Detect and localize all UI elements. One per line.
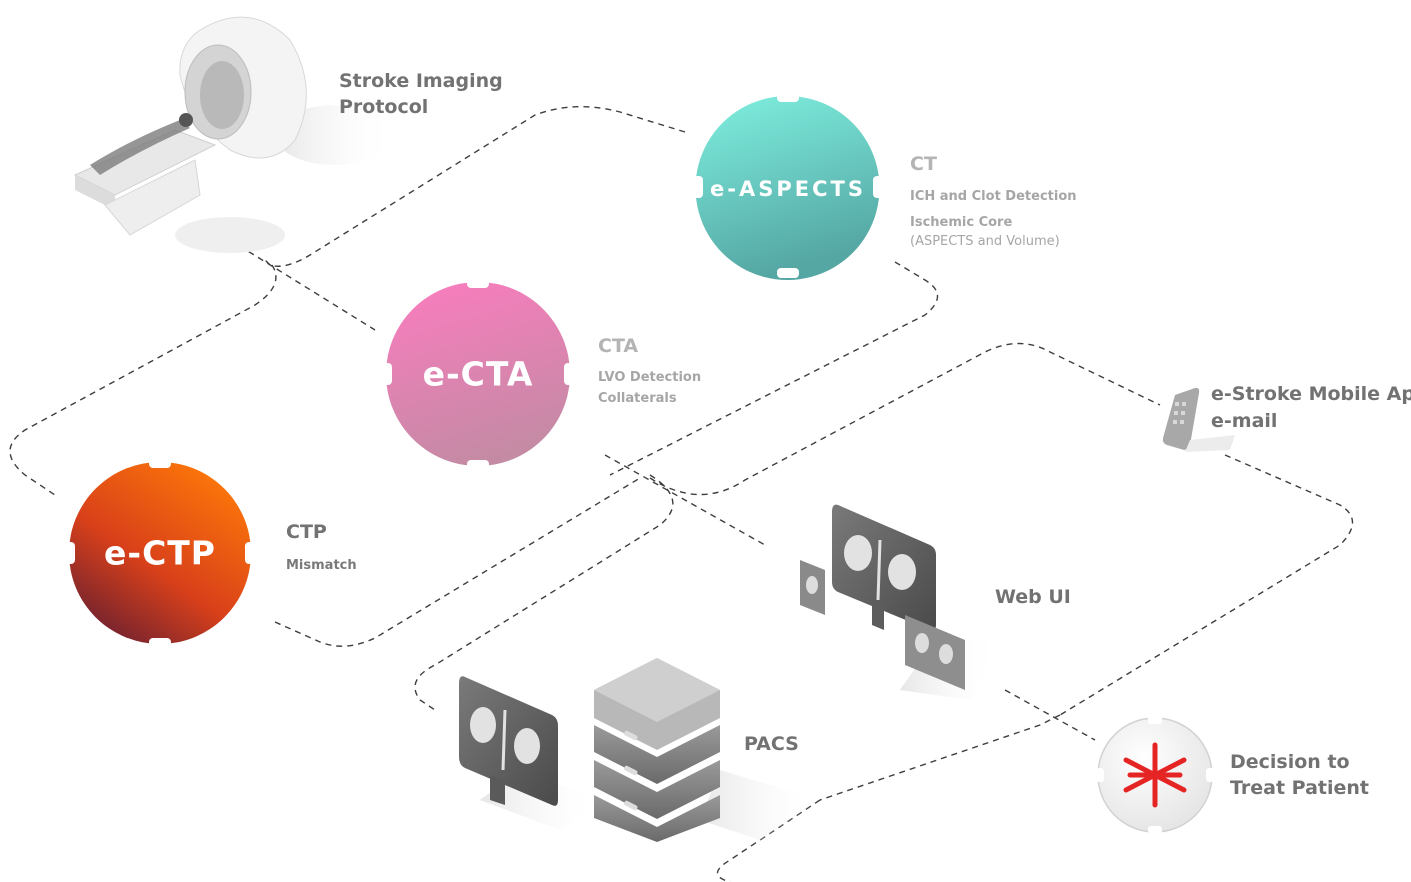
aspects-line3: (ASPECTS and Volume) <box>910 234 1060 249</box>
scanner-title-line1: Stroke Imaging <box>339 70 503 92</box>
web-ui-monitors-icon <box>800 504 1000 700</box>
ct-scanner-icon <box>73 16 395 253</box>
e-ctp-label-box: e-CTP <box>69 462 251 644</box>
e-cta-module[interactable] <box>382 278 574 470</box>
e-cta-label-box: e-CTA <box>386 282 570 466</box>
cta-heading: CTA <box>598 335 639 357</box>
e-ctp-module[interactable] <box>65 458 255 648</box>
scanner-title-line2: Protocol <box>339 96 429 118</box>
ctp-heading: CTP <box>286 521 327 543</box>
cta-line2: Collaterals <box>598 391 677 406</box>
dashed-paths <box>9 106 1354 882</box>
decision-line2: Treat Patient <box>1230 777 1369 799</box>
pacs-server-icon <box>459 658 820 842</box>
e-aspects-module[interactable] <box>693 92 883 280</box>
e-aspects-label: e-ASPECTS <box>710 177 866 201</box>
aspects-line1: ICH and Clot Detection <box>910 189 1077 204</box>
aspects-heading: CT <box>910 153 937 175</box>
decision-module[interactable] <box>1096 716 1214 834</box>
mobile-phone-icon <box>1162 387 1235 452</box>
e-aspects-label-box: e-ASPECTS <box>696 99 880 279</box>
e-cta-label: e-CTA <box>422 354 534 394</box>
aspects-line2: Ischemic Core <box>910 215 1013 230</box>
decision-line1: Decision to <box>1230 751 1350 773</box>
e-ctp-label: e-CTP <box>104 533 216 573</box>
pacs-label: PACS <box>744 733 799 755</box>
asterisk-icon <box>1123 742 1187 808</box>
ctp-line1: Mismatch <box>286 558 357 573</box>
mobile-line1: e-Stroke Mobile App <box>1211 383 1411 405</box>
mobile-line2: e-mail <box>1211 410 1278 432</box>
web-ui-label: Web UI <box>995 586 1071 608</box>
cta-line1: LVO Detection <box>598 370 702 385</box>
